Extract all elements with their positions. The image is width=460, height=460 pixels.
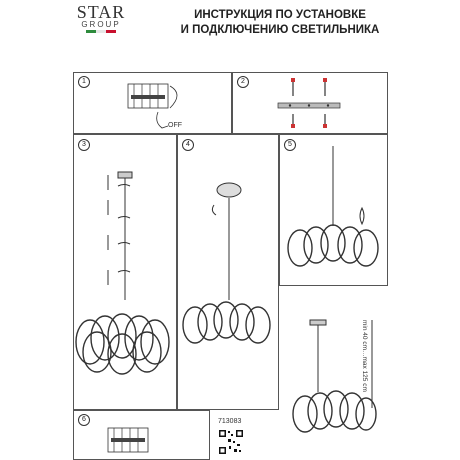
- logo-main-text: STAR: [76, 2, 126, 22]
- step-3-panel: [73, 134, 177, 410]
- step-number-6: 6: [78, 414, 90, 426]
- step-number-2: 2: [237, 76, 249, 88]
- step-number-5: 5: [284, 139, 296, 151]
- flag-stripe: [86, 30, 116, 33]
- step-4-panel: [177, 134, 279, 410]
- step-number-3: 3: [78, 139, 90, 151]
- step-number-1: 1: [78, 76, 90, 88]
- qr-code-icon: [218, 429, 244, 455]
- step-1-panel: [73, 72, 232, 134]
- step-number-4: 4: [182, 139, 194, 151]
- title-line-1: ИНСТРУКЦИЯ ПО УСТАНОВКЕ: [194, 9, 366, 21]
- step-6-panel: [73, 410, 210, 460]
- height-range-label: min 40 cm…max 125 cm: [361, 320, 368, 392]
- model-number: 713083: [218, 418, 242, 425]
- step-2-panel: [232, 72, 388, 134]
- off-label: OFF: [168, 122, 182, 129]
- brand-logo: STAR GROUP: [65, 2, 137, 33]
- step-5-panel: [279, 134, 388, 286]
- title-line-2: И ПОДКЛЮЧЕНИЮ СВЕТИЛЬНИКА: [180, 24, 380, 36]
- logo-sub-text: GROUP: [81, 20, 121, 29]
- document-title: ИНСТРУКЦИЯ ПО УСТАНОВКЕ И ПОДКЛЮЧЕНИЮ СВ…: [160, 8, 400, 38]
